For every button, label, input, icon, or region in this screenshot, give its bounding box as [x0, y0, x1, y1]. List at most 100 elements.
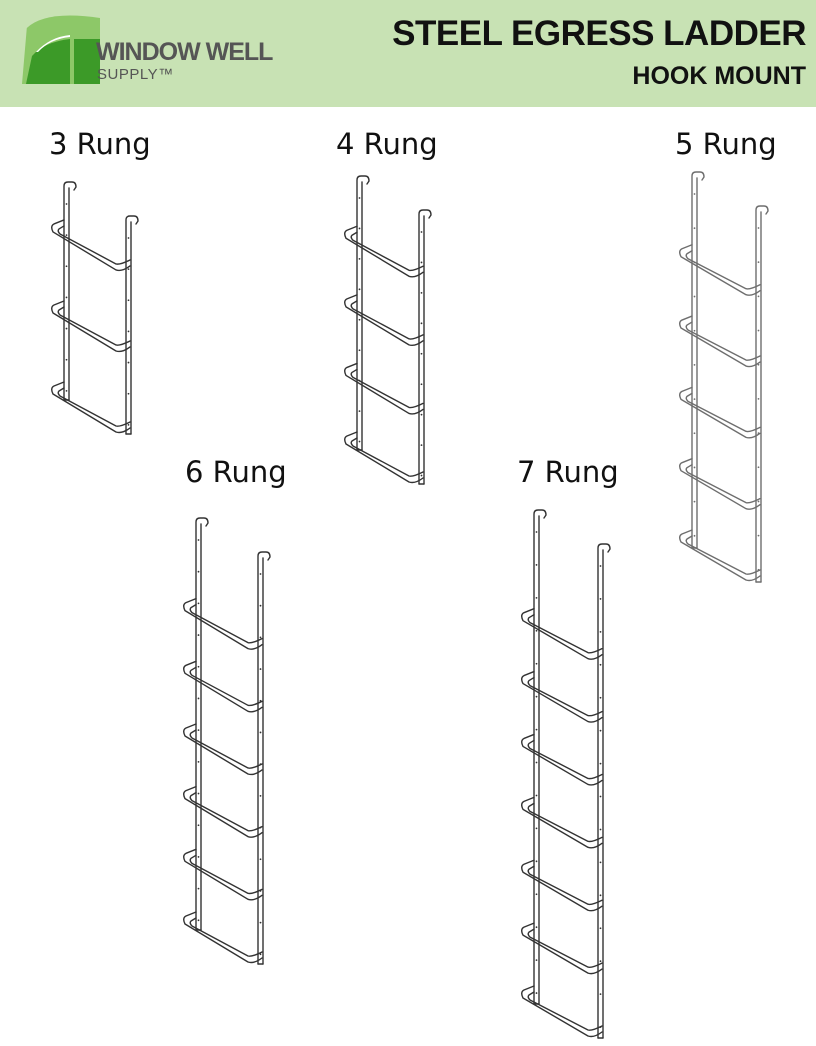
bolt-hole — [757, 227, 760, 229]
rung-3 — [679, 386, 761, 439]
rung-outer — [679, 457, 761, 510]
rung-inner — [685, 250, 761, 290]
bolt-hole — [127, 237, 130, 239]
bolt-hole — [259, 953, 262, 956]
bolt-hole — [535, 827, 538, 830]
bolt-hole — [358, 257, 361, 260]
bolt-hole — [535, 629, 538, 632]
bolt-hole — [358, 349, 361, 352]
bolt-hole — [420, 352, 423, 355]
rung-4 — [679, 457, 761, 510]
bolt-hole — [259, 668, 262, 670]
ladder-label-4-rung: 4 Rung — [336, 127, 438, 161]
ladder-5-rung-drawing — [679, 171, 769, 583]
left-rail-outer — [533, 509, 547, 1005]
bolt-hole — [197, 760, 200, 763]
brand-line-2: SUPPLY™ — [97, 66, 174, 83]
rung-inner — [685, 535, 761, 575]
left-rail-outer — [691, 171, 705, 549]
bolt-hole — [535, 794, 538, 797]
rung-4 — [344, 431, 424, 484]
rung-inner — [350, 437, 424, 477]
bolt-hole — [757, 398, 760, 400]
ladder-label-5-rung: 5 Rung — [675, 127, 777, 161]
ladder-label-6-rung: 6 Rung — [185, 455, 287, 489]
bolt-hole — [358, 410, 361, 413]
rung-outer — [679, 244, 761, 296]
bolt-hole — [599, 795, 602, 798]
rung-outer — [51, 381, 131, 434]
rung-outer — [679, 315, 761, 368]
bolt-hole — [693, 329, 696, 332]
bolt-hole — [535, 926, 538, 929]
bolt-hole — [693, 534, 696, 537]
bolt-hole — [197, 697, 200, 700]
rung-6 — [521, 922, 603, 975]
rung-inner — [527, 928, 603, 968]
bolt-hole — [197, 856, 200, 858]
bolt-hole — [197, 887, 200, 890]
rung-1 — [679, 244, 761, 296]
rung-outer — [344, 431, 424, 484]
bolt-hole — [65, 327, 68, 330]
bolt-hole — [599, 598, 602, 600]
ladder-label-7-rung: 7 Rung — [517, 455, 619, 489]
bolt-hole — [535, 893, 538, 896]
window-well-supply-logo: WINDOW WELL SUPPLY™ — [22, 12, 312, 92]
bolt-hole — [599, 894, 602, 897]
bolt-hole — [599, 630, 602, 633]
bolt-hole — [127, 392, 130, 395]
bolt-hole — [535, 662, 538, 665]
rung-outer — [344, 225, 424, 278]
ladder-label-3-rung: 3 Rung — [49, 127, 151, 161]
ladder-frame — [51, 181, 139, 435]
bolt-hole — [693, 227, 696, 230]
bolt-hole — [535, 531, 538, 533]
right-rail-outer — [125, 215, 139, 435]
ladder-frame — [521, 509, 611, 1039]
rung-outer — [51, 300, 131, 353]
rung-1 — [344, 225, 424, 278]
bolt-hole — [693, 398, 696, 400]
page-title: STEEL EGRESS LADDER — [392, 14, 806, 53]
bolt-hole — [757, 534, 760, 537]
right-rail-outer — [257, 551, 271, 965]
rung-inner — [527, 739, 603, 780]
rung-inner — [685, 463, 761, 504]
bolt-hole — [599, 663, 602, 666]
bolt-hole — [599, 828, 602, 831]
rung-outer — [183, 785, 263, 838]
bolt-hole — [535, 992, 538, 994]
bolt-hole — [358, 318, 361, 321]
rung-4 — [521, 796, 603, 849]
bolt-hole — [197, 792, 200, 795]
rung-5 — [183, 848, 263, 901]
rung-inner — [189, 791, 263, 832]
bolt-hole — [599, 927, 602, 930]
header-band: WINDOW WELL SUPPLY™ STEEL EGRESS LADDER … — [0, 0, 816, 107]
right-rail-outer — [755, 205, 769, 583]
bolt-hole — [197, 729, 200, 732]
rung-outer — [183, 660, 263, 713]
bolt-hole — [259, 858, 262, 861]
bolt-hole — [599, 565, 602, 567]
rung-outer — [521, 607, 603, 660]
bolt-hole — [599, 861, 602, 864]
bolt-hole — [420, 322, 423, 325]
rung-2 — [679, 315, 761, 368]
rung-outer — [521, 733, 603, 786]
bolt-hole — [420, 231, 423, 233]
rung-2 — [521, 670, 603, 723]
bolt-hole — [757, 500, 760, 503]
left-rail-outer — [356, 175, 370, 451]
bolt-hole — [535, 728, 538, 731]
bolt-hole — [197, 539, 200, 541]
bolt-hole — [420, 291, 423, 294]
rung-outer — [51, 219, 131, 272]
rung-1 — [183, 597, 263, 650]
ladder-frame — [344, 175, 432, 485]
bolt-hole — [757, 261, 760, 264]
rung-inner — [189, 666, 263, 707]
bolt-hole — [197, 824, 200, 827]
bolt-hole — [259, 636, 262, 639]
